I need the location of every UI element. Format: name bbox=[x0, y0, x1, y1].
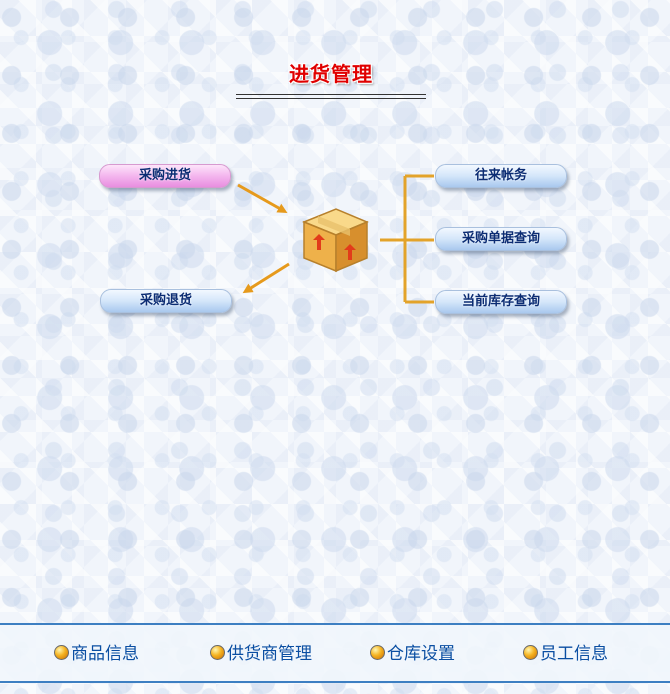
purchase-return-button[interactable]: 采购退货 bbox=[100, 289, 232, 313]
footer-link-product-info[interactable]: 商品信息 bbox=[54, 644, 139, 664]
title-underline bbox=[236, 94, 426, 99]
arrow-to-box bbox=[237, 183, 288, 213]
purchase-in-button[interactable]: 采购进货 bbox=[99, 164, 231, 188]
footer-link-label: 员工信息 bbox=[540, 644, 608, 664]
footer-link-supplier-management[interactable]: 供货商管理 bbox=[210, 644, 312, 664]
footer-link-staff-info[interactable]: 员工信息 bbox=[523, 644, 608, 664]
right-bracket bbox=[380, 174, 434, 304]
footer-link-label: 商品信息 bbox=[71, 644, 139, 664]
orange-ball-icon bbox=[54, 645, 69, 660]
accounts-button[interactable]: 往来帐务 bbox=[435, 164, 567, 188]
stock-query-button[interactable]: 当前库存查询 bbox=[435, 290, 567, 314]
orange-ball-icon bbox=[370, 645, 385, 660]
footer-link-label: 供货商管理 bbox=[227, 644, 312, 664]
page-title: 进货管理 bbox=[289, 62, 373, 86]
arrow-to-return bbox=[242, 262, 290, 294]
workflow-diagram bbox=[237, 174, 434, 304]
footer-link-label: 仓库设置 bbox=[387, 644, 455, 664]
order-query-button[interactable]: 采购单据查询 bbox=[435, 227, 567, 251]
orange-ball-icon bbox=[210, 645, 225, 660]
footer-link-warehouse-settings[interactable]: 仓库设置 bbox=[370, 644, 455, 664]
cardboard-box-icon bbox=[302, 208, 369, 273]
orange-ball-icon bbox=[523, 645, 538, 660]
footer-nav: 商品信息 供货商管理 仓库设置 员工信息 bbox=[0, 623, 670, 683]
